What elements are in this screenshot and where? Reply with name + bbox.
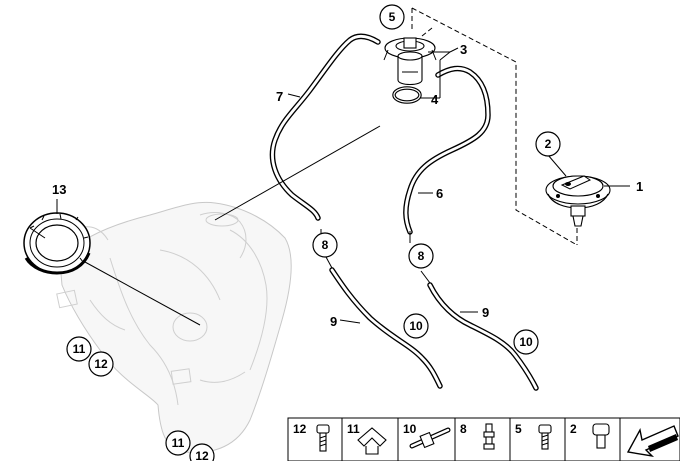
callout-9-left: 9: [330, 314, 337, 329]
callout-8-left: 8: [312, 232, 338, 258]
hose-9-right-part: [427, 282, 539, 391]
hose-7-part: [269, 33, 381, 221]
svg-text:11: 11: [172, 436, 185, 450]
callout-8-right: 8: [408, 243, 434, 269]
svg-text:8: 8: [418, 249, 425, 263]
table-cell-5: 5: [515, 422, 522, 436]
callout-5: 5: [379, 4, 405, 30]
callout-12-top: 12: [88, 351, 114, 377]
callout-7: 7: [276, 89, 283, 104]
pump-flange-part: [383, 37, 437, 104]
hose-9-left-part: [329, 267, 443, 389]
callout-4: 4: [431, 92, 439, 107]
callout-13: 13: [52, 182, 66, 197]
table-cell-12: 12: [293, 422, 307, 436]
callout-10-left: 10: [403, 313, 429, 339]
dashed-guides: [411, 7, 578, 246]
svg-text:12: 12: [94, 357, 108, 371]
table-cell-2: 2: [570, 422, 577, 436]
table-cell-10: 10: [403, 422, 417, 436]
callout-1: 1: [636, 179, 643, 194]
connector-icon: [483, 423, 495, 450]
svg-text:10: 10: [519, 335, 533, 349]
callout-3: 3: [460, 42, 467, 57]
svg-text:11: 11: [73, 342, 86, 356]
callout-9-right: 9: [482, 305, 489, 320]
callout-11-top: 11: [66, 336, 92, 362]
callout-2: 2: [535, 131, 561, 157]
fuel-tank-ghost: [56, 201, 292, 454]
svg-text:8: 8: [322, 238, 329, 252]
hardware-table: 12 11 10 8 5 2: [287, 417, 680, 461]
bolt-icon: [316, 424, 330, 452]
clip-icon: [357, 427, 387, 455]
sealing-ring-part: [23, 212, 91, 275]
svg-text:12: 12: [195, 449, 209, 461]
filler-cap-part: [545, 175, 611, 227]
table-cell-8: 8: [460, 422, 467, 436]
svg-text:2: 2: [545, 137, 552, 151]
hose-clamp-icon: [409, 427, 451, 449]
table-cell-11: 11: [347, 422, 360, 436]
callout-12-bottom: 12: [189, 443, 215, 461]
svg-text:5: 5: [389, 10, 396, 24]
callout-10-right: 10: [513, 329, 539, 355]
leader-lines: [29, 47, 630, 326]
svg-text:10: 10: [409, 319, 423, 333]
hex-bolt-icon: [592, 423, 610, 449]
callout-11-bottom: 11: [165, 430, 191, 456]
callout-6: 6: [436, 186, 443, 201]
hose-6-part: [403, 65, 491, 235]
direction-arrow-icon: [626, 425, 679, 458]
screw-icon: [538, 424, 552, 450]
